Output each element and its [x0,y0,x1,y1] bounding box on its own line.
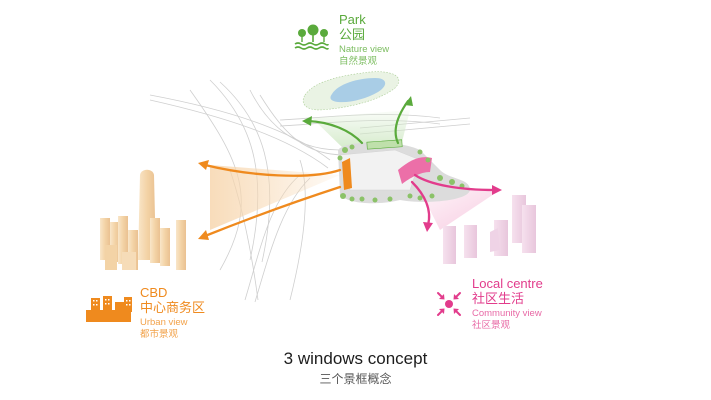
park-arrow-head-left [302,116,312,126]
park-title: Park [339,12,366,27]
local-arrow-head-right [492,185,502,195]
local-subtitle-cn: 社区景观 [472,320,511,331]
park-lake [302,71,400,111]
local-subtitle: Community view [472,308,542,319]
park-subtitle: Nature view [339,44,390,55]
local-title: Local centre [472,276,543,291]
trees-water-icon [294,24,329,50]
park-arrow-head-right [404,96,413,106]
cbd-arrow-head-bottom [198,230,209,240]
local-buildings [443,195,536,264]
local-view-arrows [410,173,497,227]
cbd-title: CBD [140,285,168,300]
diagram-title: 3 windows concept [283,349,428,368]
diagram-subtitle: 三个景框概念 [319,372,392,386]
cbd-view-cone [210,165,340,230]
park-subtitle-cn: 自然景观 [339,56,378,67]
park-view-cone [312,110,410,150]
cbd-view-arrows [203,163,342,238]
city-skyline-icon [86,296,132,322]
local-title-cn: 社区生活 [472,292,525,307]
converge-arrows-icon [437,292,461,316]
site-building [337,139,470,204]
cbd-arrow-head-top [198,160,209,170]
cbd-subtitle-cn: 都市景观 [140,329,179,340]
park-title-cn: 公园 [339,28,366,43]
cbd-buildings [100,169,186,270]
cbd-title-cn: 中心商务区 [140,301,206,316]
local-arrow-head-down [423,222,433,232]
cbd-subtitle: Urban view [140,317,188,328]
